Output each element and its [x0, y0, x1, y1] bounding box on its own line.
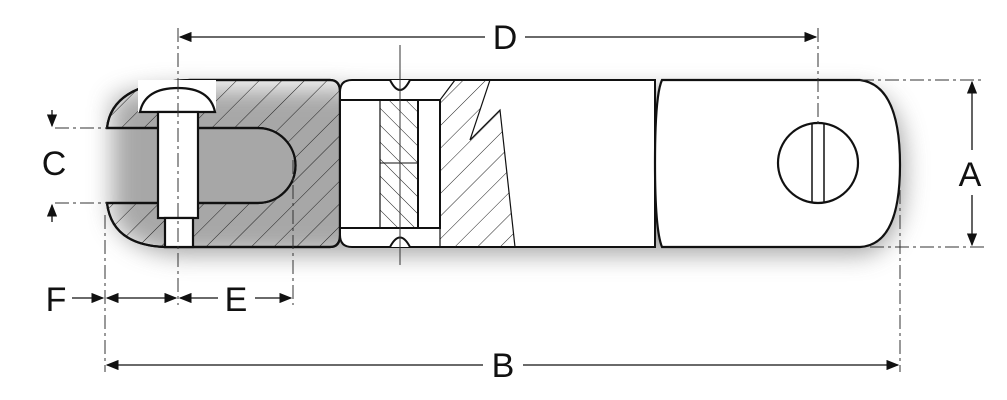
dimension-label-b: B	[492, 347, 515, 385]
eye-end	[653, 78, 902, 249]
clevis-body	[105, 78, 342, 249]
dimension-label-d: D	[493, 19, 518, 57]
dimension-label-c: C	[42, 145, 67, 183]
center-lines	[55, 28, 985, 372]
dimension-label-a: A	[959, 156, 982, 194]
dimension-label-e: E	[225, 281, 248, 319]
dimension-label-f: F	[46, 281, 67, 319]
dimension-lines	[46, 31, 978, 371]
swivel-bearing	[339, 79, 656, 248]
